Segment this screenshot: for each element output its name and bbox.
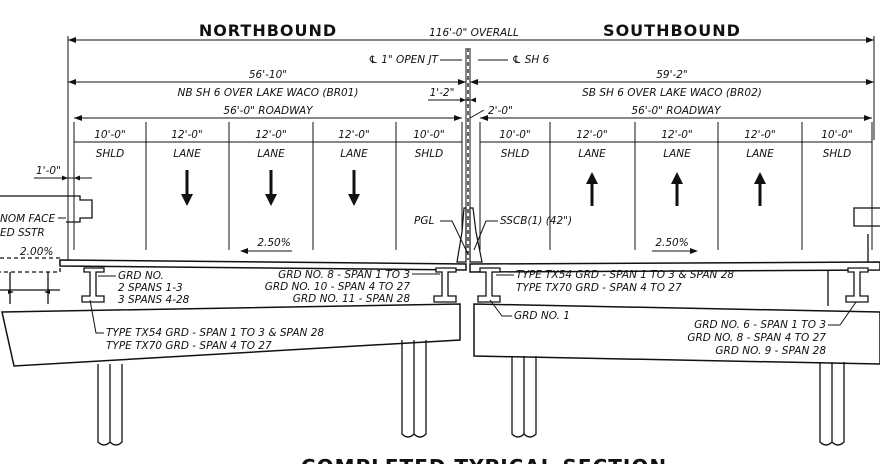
nb-lane-5-label: SHLD — [415, 148, 444, 160]
nb-lane-2-width: 12'-0" — [171, 129, 203, 141]
nb-girders — [81, 267, 457, 303]
grd1-sb-label: GRD NO. 1 — [514, 310, 570, 322]
sb-roadway-label: 56'-0" ROADWAY — [631, 105, 722, 117]
section-title: COMPLETED TYPICAL SECTION — [301, 455, 667, 464]
nb-median-barrier — [456, 207, 467, 263]
median-gap-label: 1'-2" — [430, 87, 455, 99]
nb-lane-3-label: LANE — [257, 148, 285, 160]
ed-sstr-label: ED SSTR — [0, 227, 45, 239]
open-joint-label: ℄ 1" OPEN JT — [368, 54, 439, 66]
sb-lane-2-width: 12'-0" — [576, 129, 608, 141]
sb-width-label: 59'-2" — [656, 69, 688, 81]
grd8-sb-label: GRD NO. 8 - SPAN 4 TO 27 — [687, 332, 826, 344]
nom-face-label: NOM FACE — [0, 213, 55, 225]
right-barrier-partial — [853, 207, 880, 227]
sb-lane-5-label: SHLD — [823, 148, 852, 160]
grd-no-label: GRD NO. — [118, 270, 164, 282]
nb-roadway-dimension: 56'-0" ROADWAY — [74, 105, 462, 121]
overall-dimension: 116'-0" OVERALL — [67, 26, 875, 260]
piers — [97, 340, 845, 446]
southbound-title: SOUTHBOUND — [603, 21, 741, 40]
sb-roadway-dimension: 56'-0" ROADWAY — [480, 105, 872, 121]
grd9-sb-label: GRD NO. 9 - SPAN 28 — [715, 345, 826, 357]
nb-lane-1-width: 10'-0" — [94, 129, 126, 141]
up-arrow-icon — [671, 172, 683, 206]
sb-lane-2-label: LANE — [578, 148, 606, 160]
sb-lane-3-label: LANE — [663, 148, 691, 160]
sb-width-dimension: 59'-2" SB SH 6 OVER LAKE WACO (BR02) — [470, 69, 874, 99]
nb-slope-label: 2.50% — [257, 237, 290, 249]
sb-lane-grid — [479, 122, 873, 250]
sb-lane-3-width: 12'-0" — [661, 129, 693, 141]
pgl-label: PGL — [414, 215, 434, 227]
nb-width-label: 56'-10" — [249, 69, 287, 81]
spans-1-label: 2 SPANS 1-3 — [118, 282, 183, 294]
nb-lane-3-width: 12'-0" — [255, 129, 287, 141]
grd8-nb-label: GRD NO. 8 - SPAN 1 TO 3 — [278, 269, 410, 281]
left-partial-girders — [0, 272, 60, 304]
sscb-label: SSCB(1) (42") — [500, 215, 572, 227]
nb-deck — [59, 259, 467, 271]
sb-bridge-label: SB SH 6 OVER LAKE WACO (BR02) — [582, 87, 762, 99]
down-arrow-icon — [181, 170, 193, 206]
up-arrow-icon — [586, 172, 598, 206]
nb-lane-4-width: 12'-0" — [338, 129, 370, 141]
sb-median-barrier — [469, 207, 483, 263]
nb-lane-1-label: SHLD — [96, 148, 125, 160]
nb-lane-2-label: LANE — [173, 148, 201, 160]
type-tx70-sb-label: TYPE TX70 GRD - SPAN 4 TO 27 — [516, 282, 682, 294]
sb-lane-4-label: LANE — [746, 148, 774, 160]
nb-roadway-label: 56'-0" ROADWAY — [223, 105, 314, 117]
nb-bridge-label: NB SH 6 OVER LAKE WACO (BR01) — [178, 87, 359, 99]
sb-lane-1-width: 10'-0" — [499, 129, 531, 141]
down-arrow-icon — [265, 170, 277, 206]
nb-bent-cap — [1, 303, 461, 367]
type-tx54-nb-label: TYPE TX54 GRD - SPAN 1 TO 3 & SPAN 28 — [106, 327, 324, 339]
sb-slope-label: 2.50% — [655, 237, 688, 249]
northbound-title: NORTHBOUND — [199, 21, 337, 40]
sb-deck — [469, 261, 880, 273]
left-offset-label: 1'-0" — [36, 165, 61, 177]
nb-lane-grid — [73, 122, 463, 250]
type-tx70-nb-label: TYPE TX70 GRD - SPAN 4 TO 27 — [106, 340, 272, 352]
sb-offset-label: 2'-0" — [488, 105, 513, 117]
sb-lane-1-label: SHLD — [501, 148, 530, 160]
type-tx54-sb-label: TYPE TX54 GRD - SPAN 1 TO 3 & SPAN 28 — [516, 269, 734, 281]
sb-lane-4-width: 12'-0" — [744, 129, 776, 141]
overall-dim-label: 116'-0" OVERALL — [429, 27, 519, 39]
grd11-nb-label: GRD NO. 11 - SPAN 28 — [293, 293, 411, 305]
cl-sh6-label: ℄ SH 6 — [512, 54, 550, 66]
sb-bent-cap — [473, 303, 880, 365]
sb-lane-5-width: 10'-0" — [821, 129, 853, 141]
nb-lane-5-width: 10'-0" — [413, 129, 445, 141]
spans-2-label: 3 SPANS 4-28 — [118, 294, 190, 306]
grd10-nb-label: GRD NO. 10 - SPAN 4 TO 27 — [265, 281, 411, 293]
down-arrow-icon — [348, 170, 360, 206]
up-arrow-icon — [754, 172, 766, 206]
left-slope-label: 2.00% — [20, 246, 53, 258]
nb-width-dimension: 56'-10" NB SH 6 OVER LAKE WACO (BR01) — [68, 69, 466, 99]
sb-girders — [477, 267, 869, 306]
nb-lane-4-label: LANE — [340, 148, 368, 160]
grd6-sb-label: GRD NO. 6 - SPAN 1 TO 3 — [694, 319, 826, 331]
